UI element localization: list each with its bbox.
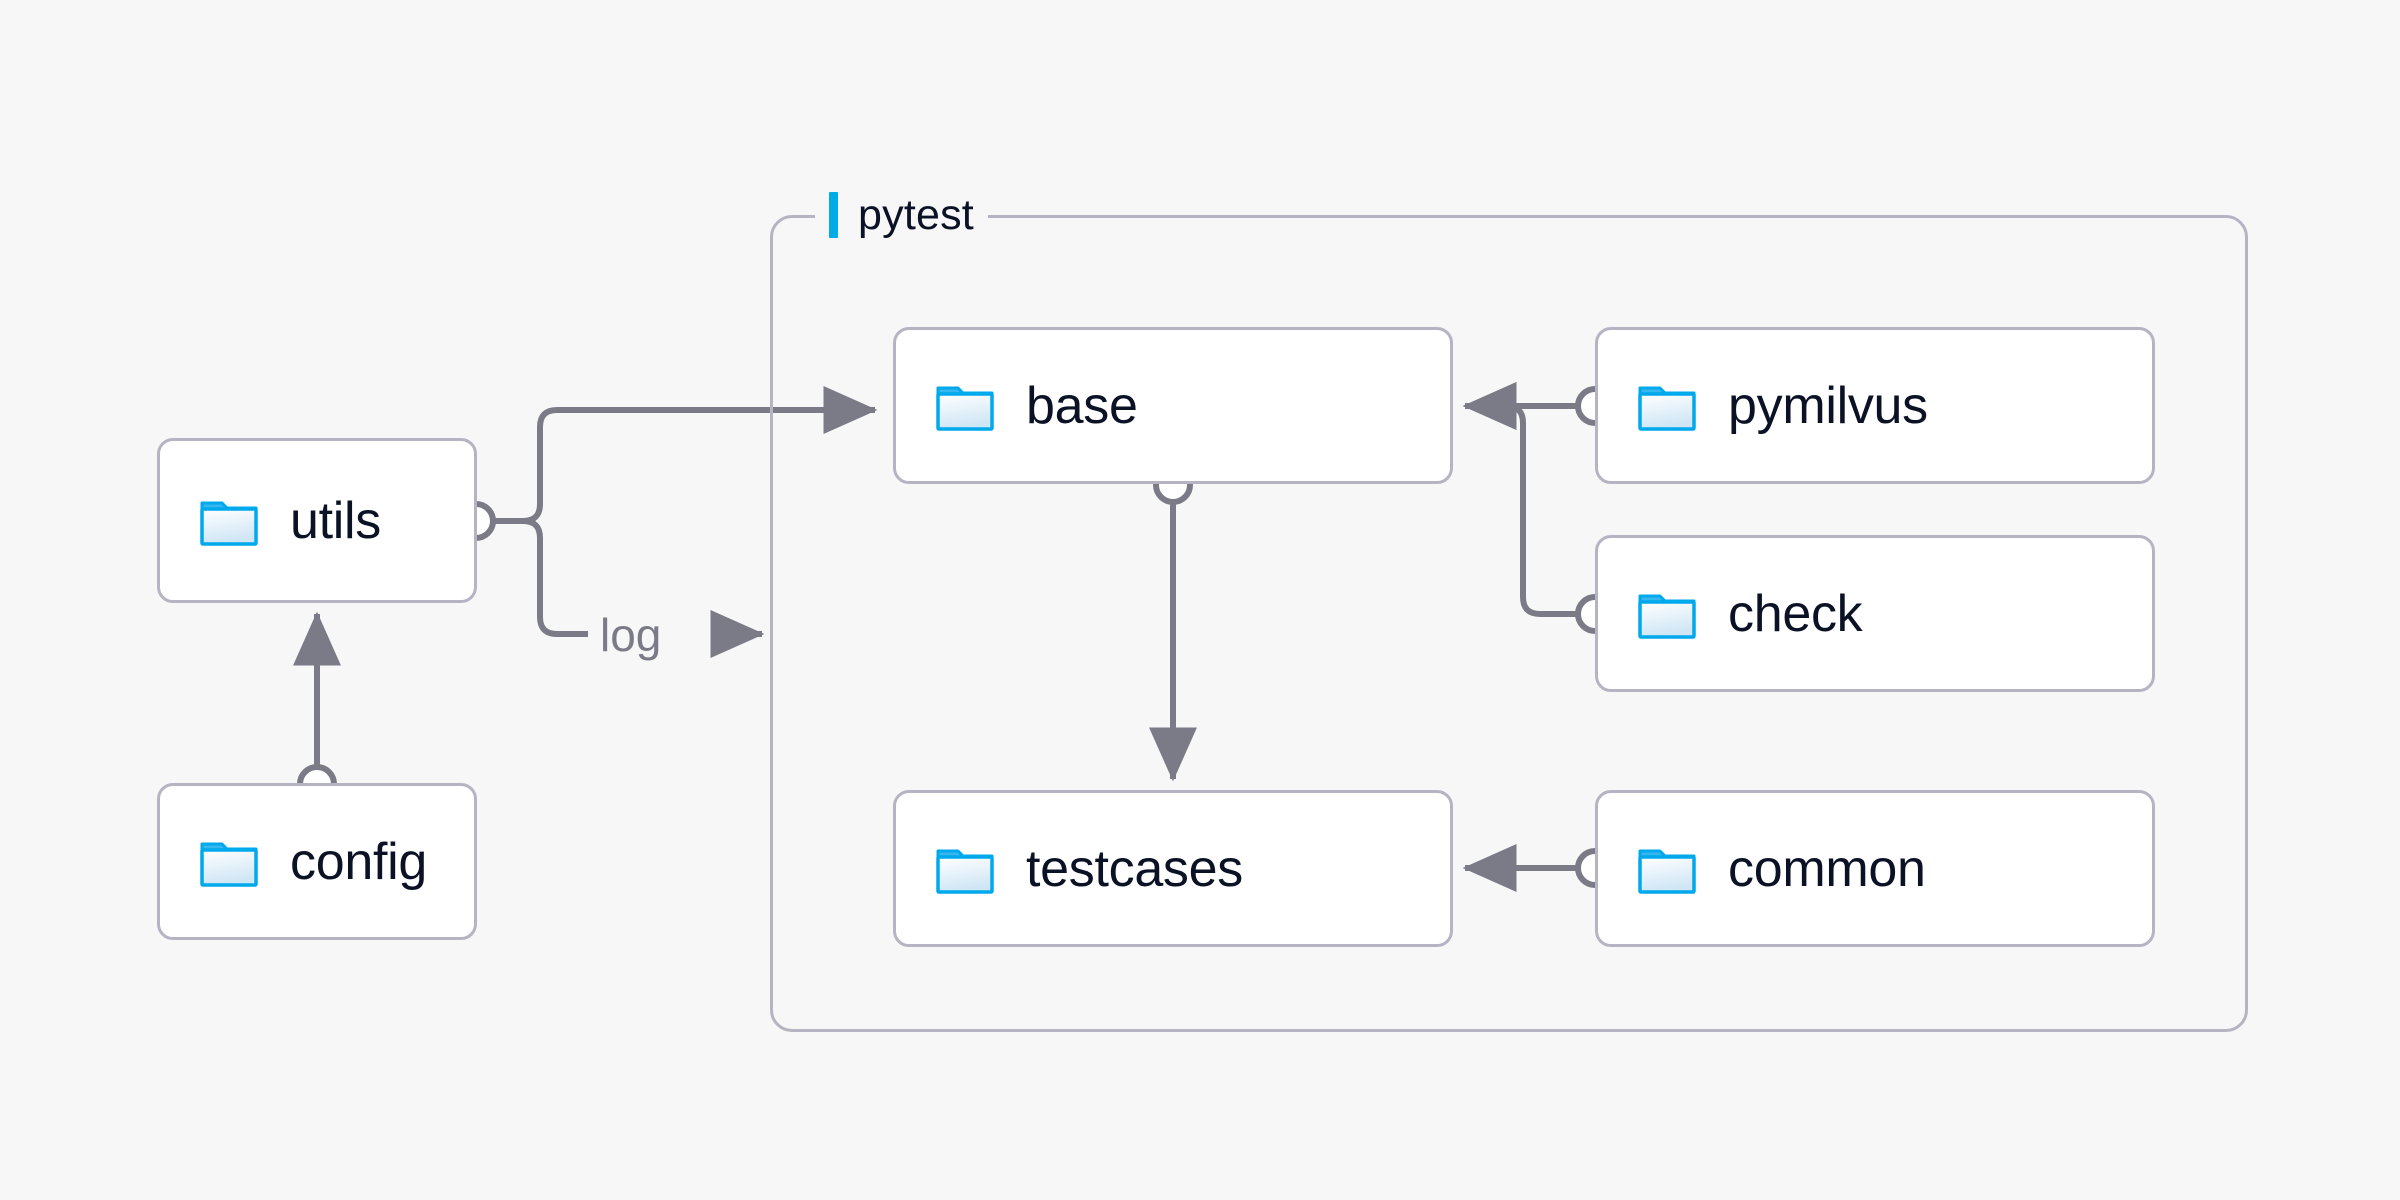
folder-icon — [1638, 386, 1696, 431]
node-pymilvus-label: pymilvus — [1728, 376, 1928, 435]
folder-icon — [200, 842, 258, 887]
accent-bar-icon — [829, 192, 838, 238]
node-common-label: common — [1728, 839, 1926, 898]
edge-label-log: log — [600, 609, 662, 661]
node-check[interactable]: check — [1595, 535, 2155, 692]
folder-icon — [936, 386, 994, 431]
node-utils[interactable]: utils — [157, 438, 477, 603]
folder-icon — [936, 849, 994, 894]
node-check-label: check — [1728, 584, 1863, 643]
node-base-label: base — [1026, 376, 1138, 435]
node-config[interactable]: config — [157, 783, 477, 940]
folder-icon — [1638, 849, 1696, 894]
folder-icon — [1638, 594, 1696, 639]
node-testcases-label: testcases — [1026, 839, 1243, 898]
edge-utils-to-log — [492, 518, 588, 637]
group-pytest-label: pytest — [858, 190, 974, 239]
node-testcases[interactable]: testcases — [893, 790, 1453, 947]
node-utils-label: utils — [290, 491, 381, 550]
group-pytest-title: pytest — [815, 189, 988, 241]
node-common[interactable]: common — [1595, 790, 2155, 947]
node-pymilvus[interactable]: pymilvus — [1595, 327, 2155, 484]
folder-icon — [200, 501, 258, 546]
node-base[interactable]: base — [893, 327, 1453, 484]
group-pytest[interactable] — [770, 215, 2248, 1032]
node-config-label: config — [290, 832, 427, 891]
